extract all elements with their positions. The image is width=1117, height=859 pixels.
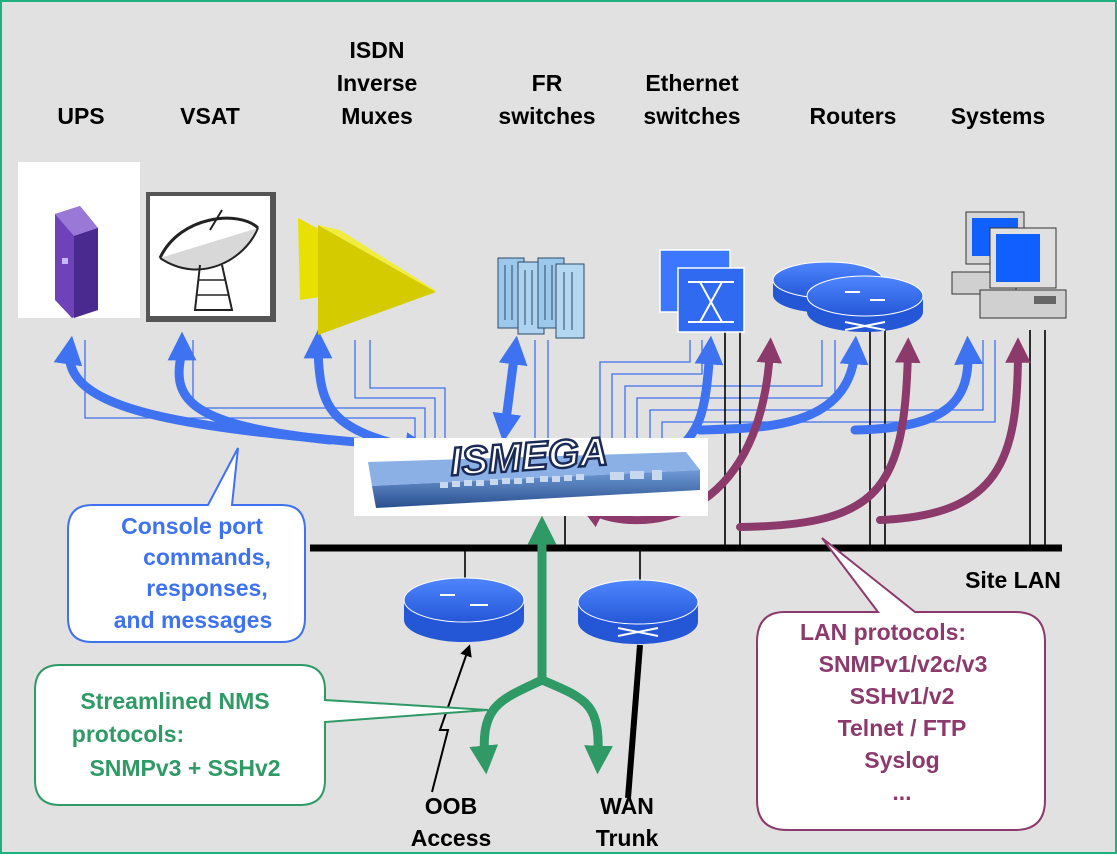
lan-callout-line1: LAN protocols:	[800, 619, 966, 645]
lan-callout: LAN protocols: SNMPv1/v2c/v3 SSHv1/v2 Te…	[756, 537, 1046, 831]
nms-callout: Streamlined NMS protocols: SNMPv3 + SSHv…	[34, 664, 489, 806]
label-ups: UPS	[57, 103, 104, 129]
console-callout: Console port commands, responses, and me…	[67, 447, 306, 643]
label-eth-1: Ethernet	[645, 70, 739, 96]
vsat-icon	[146, 192, 276, 322]
label-fr-2: switches	[498, 103, 595, 129]
lan-callout-line3: SSHv1/v2	[850, 683, 955, 709]
console-callout-line2: commands,	[143, 544, 271, 570]
site-lan-label: Site LAN	[965, 567, 1061, 593]
device-labels: UPS VSAT ISDN Inverse Muxes FR switches …	[57, 37, 1045, 129]
ups-icon	[18, 162, 140, 318]
oob-label-2: Access	[411, 825, 492, 851]
fr-switch-icon	[497, 257, 585, 339]
console-callout-line1: Console port	[121, 513, 263, 539]
routers-icon	[772, 261, 924, 332]
nms-arrows	[469, 515, 613, 775]
lan-callout-line2: SNMPv1/v2c/v3	[819, 651, 988, 677]
oob-lightning	[431, 644, 472, 793]
nms-callout-line3: SNMPv3 + SSHv2	[89, 755, 280, 781]
label-isdn-2: Inverse	[337, 70, 418, 96]
ismega-hub: ISMEGA	[354, 428, 708, 516]
systems-icon	[951, 211, 1067, 319]
label-eth-2: switches	[643, 103, 740, 129]
isdn-mux-icon	[298, 218, 436, 335]
lan-callout-line4: Telnet / FTP	[838, 715, 967, 741]
label-isdn-1: ISDN	[350, 37, 405, 63]
wan-label-1: WAN	[600, 793, 654, 819]
console-callout-line4: and messages	[114, 607, 273, 633]
console-callout-line3: responses,	[146, 575, 267, 601]
lan-callout-line6: ...	[892, 779, 911, 805]
label-vsat: VSAT	[180, 103, 240, 129]
ethernet-switch-icon	[659, 249, 745, 333]
nms-callout-line2: protocols:	[72, 721, 184, 747]
label-routers: Routers	[810, 103, 897, 129]
label-systems: Systems	[951, 103, 1046, 129]
wan-trunk-line	[625, 644, 643, 799]
lan-callout-line5: Syslog	[864, 747, 939, 773]
wan-label-2: Trunk	[596, 825, 659, 851]
label-fr-1: FR	[532, 70, 563, 96]
oob-label-1: OOB	[425, 793, 477, 819]
label-isdn-3: Muxes	[341, 103, 413, 129]
oob-router-icon	[403, 577, 525, 642]
wan-router-icon	[577, 579, 699, 644]
nms-callout-line1: Streamlined NMS	[80, 688, 269, 714]
